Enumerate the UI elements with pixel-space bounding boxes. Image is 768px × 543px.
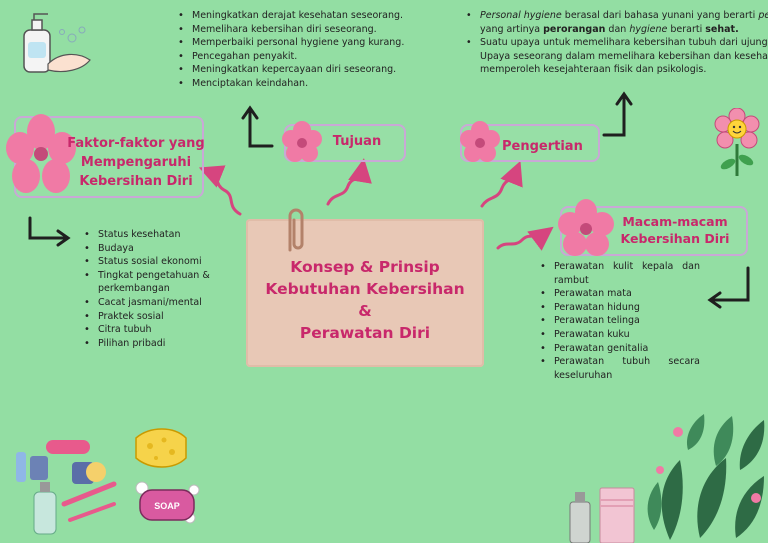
pengertian-text: berasal dari bahasa yunani yang berarti (561, 10, 759, 21)
list-item: Status sosial ekonomi (80, 255, 220, 269)
squiggle-arrow-icon (480, 160, 523, 208)
pengertian-bold: perorangan (543, 23, 606, 35)
macam-title-line: Macam-macam (622, 214, 728, 229)
pengertian-item: • Personal hygiene berasal dari bahasa y… (462, 9, 768, 36)
list-item: Perawatan mata (536, 287, 700, 301)
faktor-title-line: Mempengaruhi (80, 155, 192, 170)
faktor-arrow-icon (28, 216, 71, 247)
tujuan-list: Meningkatkan derajat kesehatan seseorang… (174, 9, 414, 91)
flower-icon (282, 121, 322, 162)
pengertian-text: Suatu upaya untuk memelihara kebersihan … (480, 37, 768, 76)
list-item: Menciptakan keindahan. (174, 77, 414, 91)
list-item: Meningkatkan derajat kesehatan seseorang… (174, 9, 414, 23)
flower-icon (6, 114, 76, 193)
pengertian-item: • Suatu upaya untuk memelihara kebersiha… (462, 36, 768, 77)
list-item: Pilihan pribadi (80, 337, 220, 351)
pengertian-text: yang artinya (480, 23, 544, 35)
tujuan-title: Tujuan (332, 134, 382, 149)
pengertian-term: Personal hygiene (480, 10, 562, 21)
soap-label: SOAP (154, 501, 180, 511)
list-item: Cacat jasmani/mental (80, 296, 220, 310)
soap-dispenser-icon (23, 13, 91, 73)
leaves-icon (647, 414, 765, 540)
pengertian-bold: sehat. (705, 23, 739, 35)
squiggle-arrow-icon (326, 158, 372, 206)
list-item: Budaya (80, 242, 220, 256)
list-item: Memelihara kebersihan diri seseorang. (174, 23, 414, 37)
center-title-line: & (358, 302, 372, 320)
toiletries-icon (16, 440, 117, 535)
sponge-icon (135, 428, 187, 468)
list-item: Pencegahan penyakit. (174, 50, 414, 64)
macam-title: Macam-macam Kebersihan Diri (614, 213, 736, 247)
center-title-line: Perawatan Diri (299, 324, 431, 342)
tujuan-arrow-icon (241, 105, 274, 148)
pengertian-title: Pengertian (502, 139, 583, 154)
squiggle-arrow-icon (198, 165, 242, 216)
macam-title-line: Kebersihan Diri (620, 231, 730, 246)
list-item: Perawatan tubuh secara keseluruhan (536, 355, 700, 382)
pengertian-term: perso (758, 10, 768, 21)
list-item: Meningkatkan kepercayaan diri seseorang. (174, 63, 414, 77)
list-item: Praktek sosial (80, 310, 220, 324)
center-title-line: Kebutuhan Kebersihan (265, 280, 465, 298)
list-item: Memperbaiki personal hygiene yang kurang… (174, 36, 414, 50)
list-item: Status kesehatan (80, 228, 220, 242)
pengertian-text: dan (605, 23, 630, 35)
pengertian-text: berarti (667, 23, 706, 35)
list-item: Perawatan genitalia (536, 342, 700, 356)
soap-bar-icon: SOAP (135, 481, 200, 524)
macam-list: Perawatan kulit kepala dan rambut Perawa… (536, 260, 700, 382)
center-title-line: Konsep & Prinsip (290, 258, 440, 276)
squiggle-arrow-icon (496, 226, 554, 251)
center-box (246, 219, 484, 367)
list-item: Perawatan kuku (536, 328, 700, 342)
pengertian-term: hygiene (629, 23, 668, 35)
faktor-title-line: Kebersihan Diri (79, 174, 193, 189)
center-title: Konsep & Prinsip Kebutuhan Kebersihan & … (246, 256, 484, 344)
list-item: Tingkat pengetahuan & perkembangan (80, 269, 220, 296)
flower-icon (460, 121, 500, 162)
paperclip-icon (288, 208, 304, 252)
smiling-flower-icon (714, 108, 760, 176)
faktor-title-line: Faktor-faktor yang (67, 136, 205, 151)
list-item: Perawatan hidung (536, 301, 700, 315)
faktor-title: Faktor-faktor yang Mempengaruhi Kebersih… (60, 134, 212, 191)
faktor-list: Status kesehatan Budaya Status sosial ek… (80, 228, 220, 350)
towel-icon (569, 487, 635, 543)
list-item: Perawatan telinga (536, 314, 700, 328)
pengertian-arrow-icon (602, 91, 633, 137)
pengertian-list: • Personal hygiene berasal dari bahasa y… (462, 9, 768, 77)
list-item: Perawatan kulit kepala dan rambut (536, 260, 700, 287)
list-item: Citra tubuh (80, 323, 220, 337)
macam-arrow-icon (707, 266, 750, 309)
flower-icon (558, 199, 614, 256)
